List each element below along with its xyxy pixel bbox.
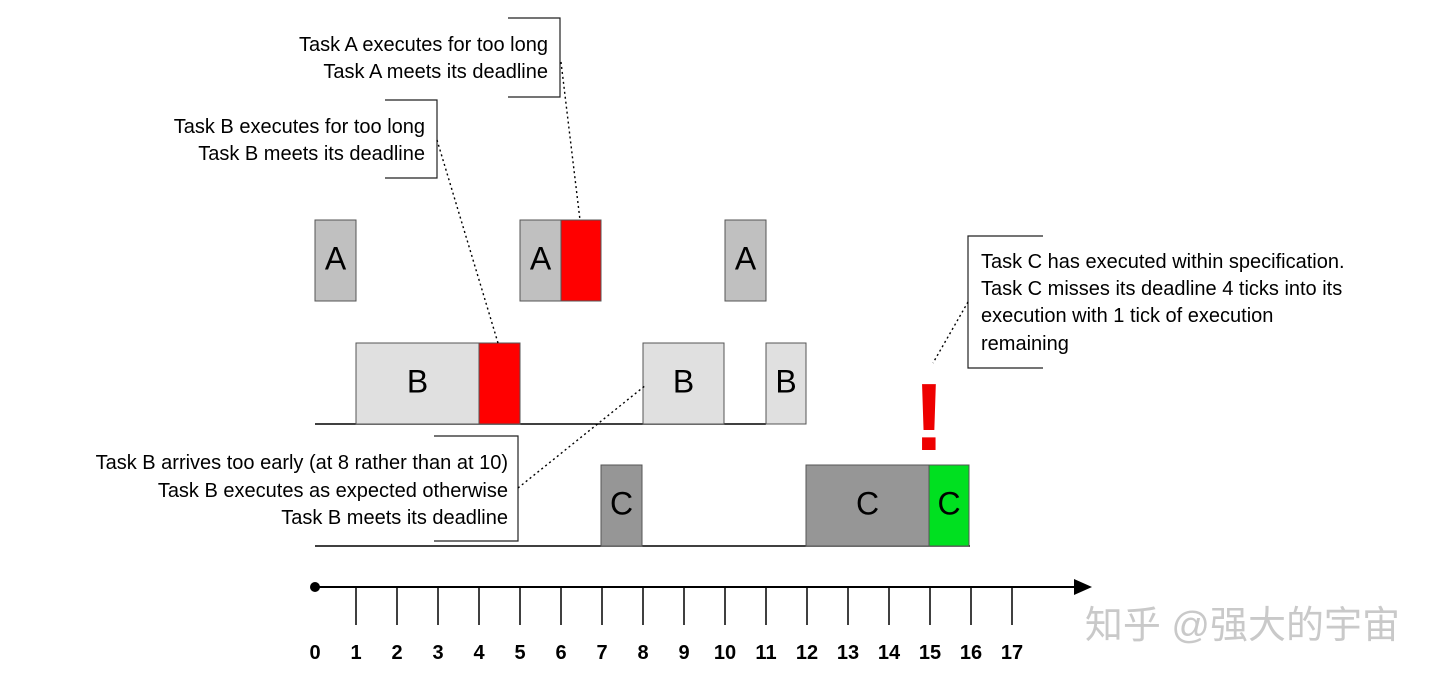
task-c-annotation-line: Task C has executed within specification… (981, 251, 1345, 273)
task-b-early-annotation-line: Task B arrives too early (at 8 rather th… (96, 452, 508, 474)
task-a-annotation-line: Task A meets its deadline (323, 61, 548, 83)
time-axis-tick-label: 12 (796, 642, 818, 664)
task-c-annotation-line: Task C misses its deadline 4 ticks into … (981, 278, 1342, 300)
time-axis-tick-label: 5 (514, 642, 525, 664)
time-axis-tick-label: 3 (432, 642, 443, 664)
time-axis-tick-label: 10 (714, 642, 736, 664)
time-axis-tick-label: 7 (596, 642, 607, 664)
task-c-annotation-line: execution with 1 tick of execution (981, 305, 1273, 327)
time-axis-tick-label: 6 (555, 642, 566, 664)
time-axis-tick-label: 2 (391, 642, 402, 664)
svg-text:C: C (856, 485, 879, 521)
task-b-early-bracket (434, 435, 519, 542)
time-axis-tick-label: 14 (878, 642, 901, 664)
time-axis-tick-label: 13 (837, 642, 859, 664)
svg-text:B: B (673, 363, 694, 399)
task-b-early-annotation-line: Task B meets its deadline (281, 507, 508, 529)
task-a-annotation-line: Task A executes for too long (299, 34, 548, 56)
task-b-overrun-box (478, 342, 521, 425)
svg-text:C: C (610, 485, 633, 521)
svg-text:A: A (735, 240, 757, 276)
task-b-long-annotation-line: Task B meets its deadline (198, 143, 425, 165)
deadline-miss-exclamation-icon: ! (913, 364, 945, 471)
svg-text:A: A (325, 240, 347, 276)
task-b-early-leader (517, 384, 647, 489)
task-a-bracket (508, 17, 561, 98)
task-b-long-annotation-line: Task B executes for too long (174, 116, 425, 138)
task-a-box: A (519, 219, 562, 302)
time-axis-tick-label: 15 (919, 642, 941, 664)
leader-lines (436, 61, 969, 489)
task-b-early-annotation-line: Task B executes as expected otherwise (158, 480, 508, 502)
time-axis-tick-label: 11 (755, 642, 776, 664)
svg-text:B: B (407, 363, 428, 399)
time-axis-arrowhead (1074, 579, 1092, 595)
time-axis-tick-label: 17 (1001, 642, 1023, 664)
task-a-leader (560, 61, 581, 221)
time-axis-tick-label: 8 (637, 642, 648, 664)
svg-text:B: B (775, 363, 796, 399)
task-c-box: C (805, 464, 930, 547)
annotation-texts: Task A executes for too long Task A meet… (96, 34, 1345, 529)
watermark: 知乎 @强大的宇宙 (1085, 605, 1400, 647)
task-b-box: B (765, 342, 807, 425)
task-c-leader (932, 301, 969, 364)
task-c-annotation-line: remaining (981, 333, 1069, 355)
task-a-box: A (314, 219, 357, 302)
task-b-long-bracket (385, 99, 438, 179)
task-a-box: A (724, 219, 767, 302)
task-c-remaining-box: C (928, 464, 970, 547)
time-axis-tick-label: 9 (678, 642, 689, 664)
time-axis-tick-label: 1 (350, 642, 361, 664)
time-axis-tick-label: 4 (473, 642, 485, 664)
time-axis-origin-dot (310, 582, 320, 592)
svg-text:C: C (937, 485, 960, 521)
task-b-box: B (355, 342, 480, 425)
time-axis-tick-label: 16 (960, 642, 982, 664)
task-b-box: B (642, 342, 725, 425)
task-a-overrun-box (560, 219, 602, 302)
task-boxes: A A A B B B C (314, 219, 970, 547)
svg-text:A: A (530, 240, 552, 276)
task-b-long-leader (436, 139, 499, 344)
time-axis-tick-label: 0 (309, 642, 320, 664)
task-c-box: C (600, 464, 643, 547)
